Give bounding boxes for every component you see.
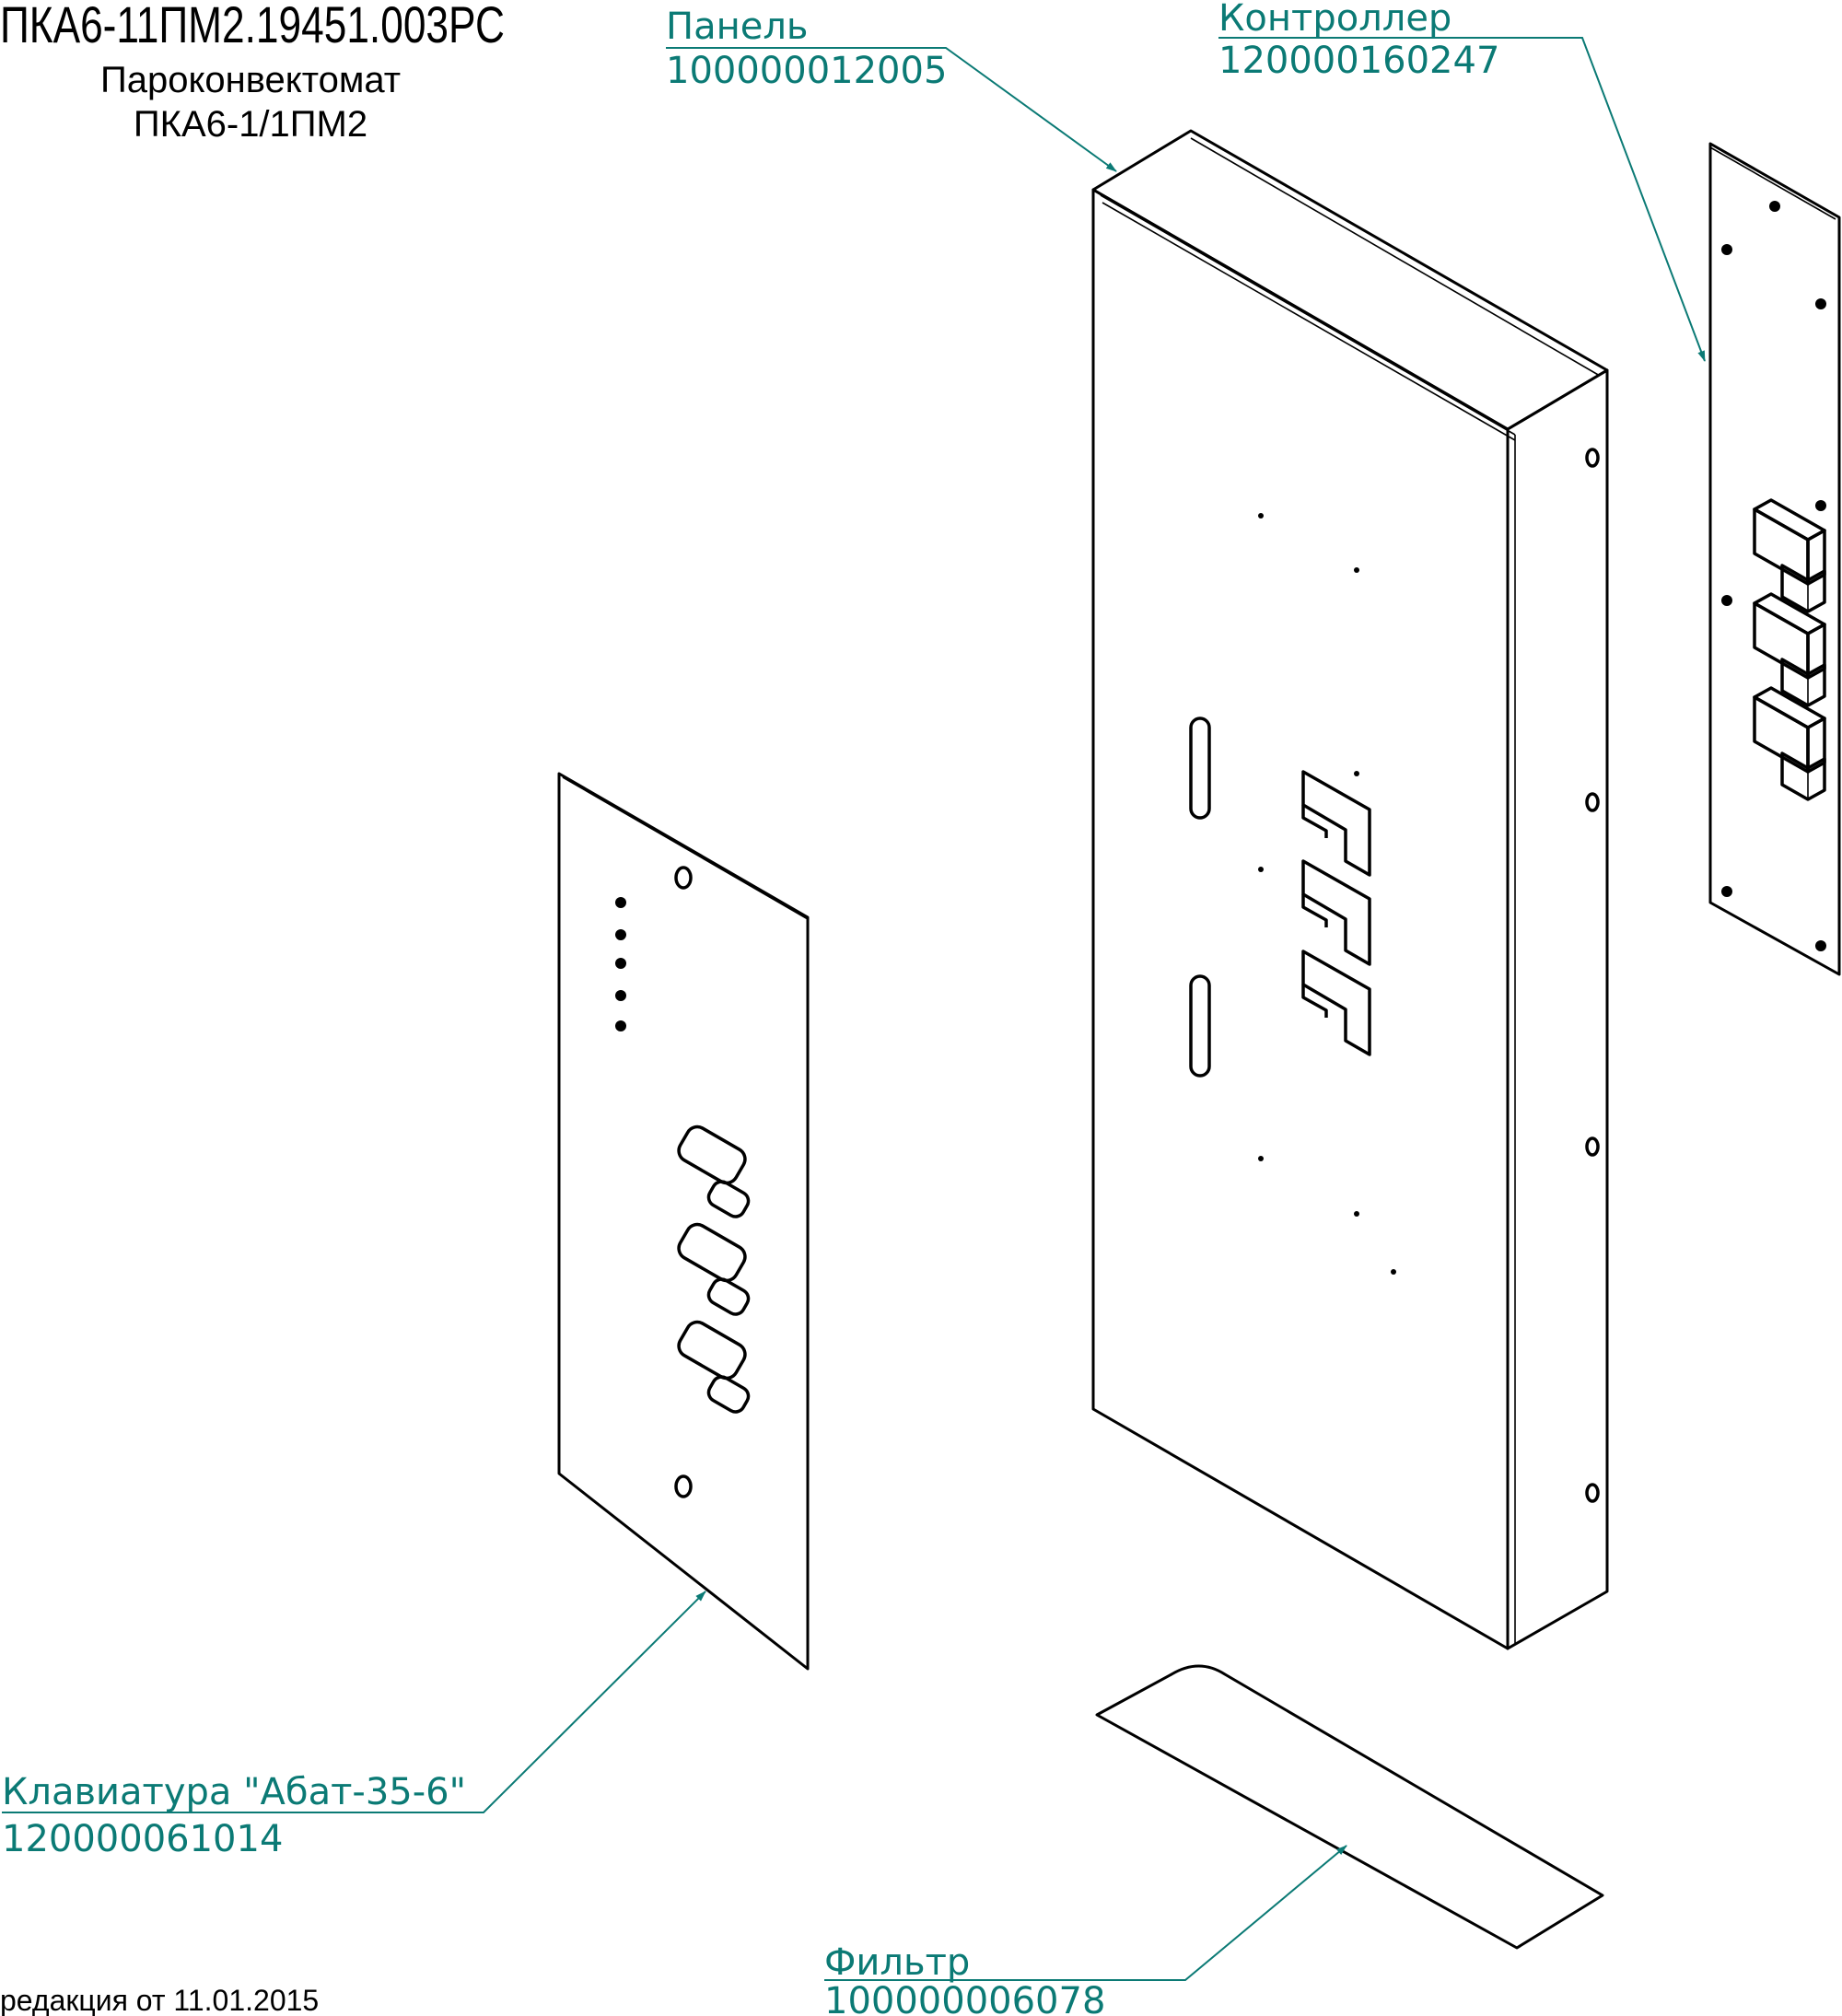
controller-mount-hole	[1815, 940, 1826, 951]
keyboard-key-group	[677, 1125, 751, 1218]
panel-hole	[1258, 513, 1264, 519]
controller-mount-hole	[1721, 886, 1732, 897]
callout-filter-name: Фильтр	[824, 1941, 970, 1984]
callout-keyboard: Клавиатура "Абат-35-6" 120000061014	[2, 1591, 706, 1860]
panel-slot-upper	[1189, 717, 1211, 820]
panel-side-hole	[1585, 1136, 1600, 1157]
filter-sheet	[1095, 1664, 1604, 1950]
controller-board	[1708, 142, 1841, 976]
keyboard-mount-hole	[674, 1474, 693, 1498]
callout-panel: Панель 100000012005	[666, 6, 1117, 172]
product-model: ПКА6-1/1ПМ2	[134, 104, 367, 145]
panel-hole	[1258, 867, 1264, 872]
keyboard-key-group	[677, 1222, 751, 1316]
controller-mount-hole	[1721, 595, 1732, 606]
callout-keyboard-name: Клавиатура "Абат-35-6"	[2, 1771, 466, 1813]
callout-filter: Фильтр 100000006078	[824, 1845, 1347, 2016]
panel-slot-lower	[1189, 974, 1211, 1078]
keyboard-key-group	[677, 1320, 751, 1414]
controller-connector	[1753, 686, 1826, 801]
keyboard-mount-hole	[674, 866, 693, 890]
product-name: Пароконвектомат	[100, 60, 401, 100]
keyboard-led	[615, 1020, 626, 1031]
callout-panel-name: Панель	[666, 6, 809, 48]
controller-connector	[1753, 498, 1826, 613]
callout-keyboard-number: 120000061014	[2, 1818, 283, 1860]
keyboard-led	[615, 929, 626, 940]
panel-hole	[1354, 771, 1359, 776]
panel-hole	[1354, 1211, 1359, 1217]
callout-controller-name: Контроллер	[1218, 0, 1451, 40]
drawing-code: ПКА6-11ПМ2.19451.003РС	[0, 0, 505, 53]
controller-mount-hole	[1721, 244, 1732, 255]
panel-hole	[1354, 567, 1359, 573]
callout-panel-number: 100000012005	[666, 50, 947, 92]
controller-connector	[1753, 592, 1826, 707]
callout-controller-number: 120000160247	[1218, 40, 1499, 82]
callout-filter-number: 100000006078	[824, 1980, 1105, 2016]
keyboard-led	[615, 958, 626, 969]
controller-mount-hole	[1769, 201, 1780, 212]
keyboard-plate	[557, 772, 810, 1671]
controller-mount-hole	[1815, 298, 1826, 309]
panel-hole	[1258, 1156, 1264, 1161]
panel-hole	[1391, 1269, 1396, 1275]
keyboard-led	[615, 990, 626, 1001]
revision-note: редакция от 11.01.2015	[0, 1984, 319, 2016]
panel-side-hole	[1585, 448, 1600, 468]
panel-side-hole	[1585, 792, 1600, 812]
keyboard-led	[615, 897, 626, 908]
callout-controller: Контроллер 120000160247	[1218, 0, 1706, 362]
panel-box	[1091, 129, 1609, 1650]
controller-mount-hole	[1815, 500, 1826, 511]
panel-side-hole	[1585, 1483, 1600, 1503]
